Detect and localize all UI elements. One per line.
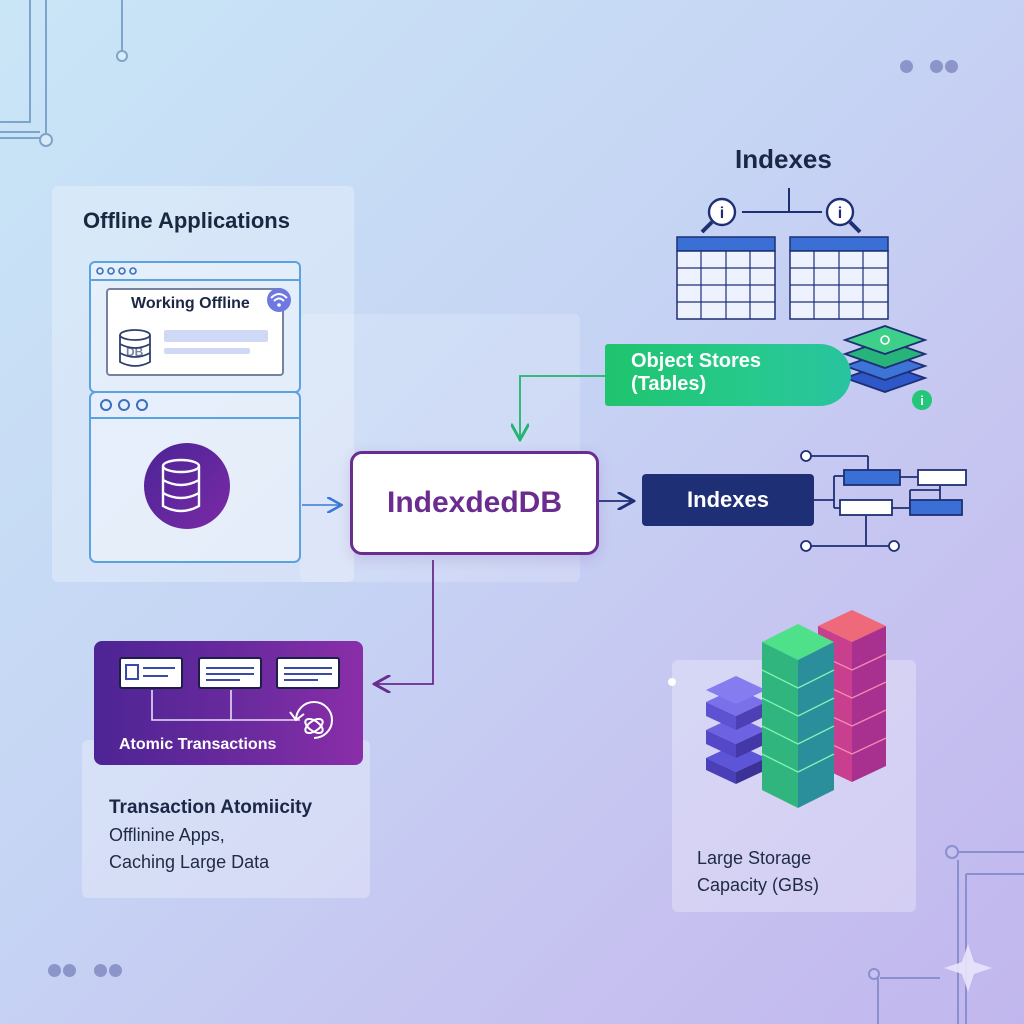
placeholder-bar [164, 330, 268, 342]
transaction-atomicity-title: Transaction Atomiicity [109, 797, 313, 818]
indexes-node-label: Indexes [687, 487, 769, 512]
atomic-caption-bg [82, 740, 370, 898]
indexeddb-label: IndexdedDB [386, 486, 563, 519]
indexeddb-node: IndexdedDB [350, 451, 599, 555]
circuit-decoration-bottom-right [868, 845, 1024, 1024]
caching-large-data-caption: Caching Large Data [109, 852, 270, 872]
browser-window-back [89, 261, 301, 393]
object-stores-line2: (Tables) [631, 373, 707, 395]
decor-dot [945, 60, 958, 73]
large-storage-line1: Large Storage [697, 848, 812, 868]
svg-text:i: i [720, 205, 724, 222]
svg-text:i: i [920, 393, 924, 408]
stacked-cubes-icon [706, 610, 887, 808]
sync-icon [289, 701, 333, 739]
table-grid-icon [789, 236, 889, 320]
placeholder-bar [164, 348, 250, 354]
database-big-icon [144, 443, 230, 529]
circuit-decoration-top-left [0, 0, 128, 147]
decor-dot [48, 964, 61, 977]
decor-dot [109, 964, 122, 977]
database-icon [119, 329, 151, 367]
indexes-top-title: Indexes [735, 144, 832, 174]
record-card-lines [125, 664, 332, 681]
indexes-node: Indexes [642, 474, 814, 526]
object-stores-line1: Object Stores [631, 350, 762, 372]
magnifier-info-icon: i [700, 197, 737, 234]
record-connector-lines [151, 690, 300, 721]
atomic-transactions-label: Atomic Transactions [119, 736, 277, 753]
arrow-objectstores-to-idb [520, 375, 606, 438]
working-offline-label: Working Offline [131, 295, 250, 312]
sparkle-icon [944, 944, 992, 992]
info-icon: i [912, 390, 932, 410]
decor-dot [930, 60, 943, 73]
object-stores-node: Object Stores (Tables) [605, 344, 851, 406]
sparkle-dot [668, 678, 676, 686]
indexes-tree-lines [742, 188, 822, 213]
wifi-icon [267, 288, 291, 312]
large-storage-line2: Capacity (GBs) [697, 875, 820, 895]
decor-dot [63, 964, 76, 977]
tree-diagram-icon [800, 450, 967, 552]
arrow-idb-to-atomic [376, 560, 434, 684]
svg-text:i: i [838, 205, 842, 222]
magnifier-info-icon: i [825, 197, 862, 234]
decor-dot [900, 60, 913, 73]
offline-applications-title: Offline Applications [83, 208, 290, 233]
offline-apps-caption: Offlinine Apps, [109, 825, 225, 845]
layers-icon [842, 325, 928, 393]
table-grid-icon [676, 236, 776, 320]
decor-dot [94, 964, 107, 977]
